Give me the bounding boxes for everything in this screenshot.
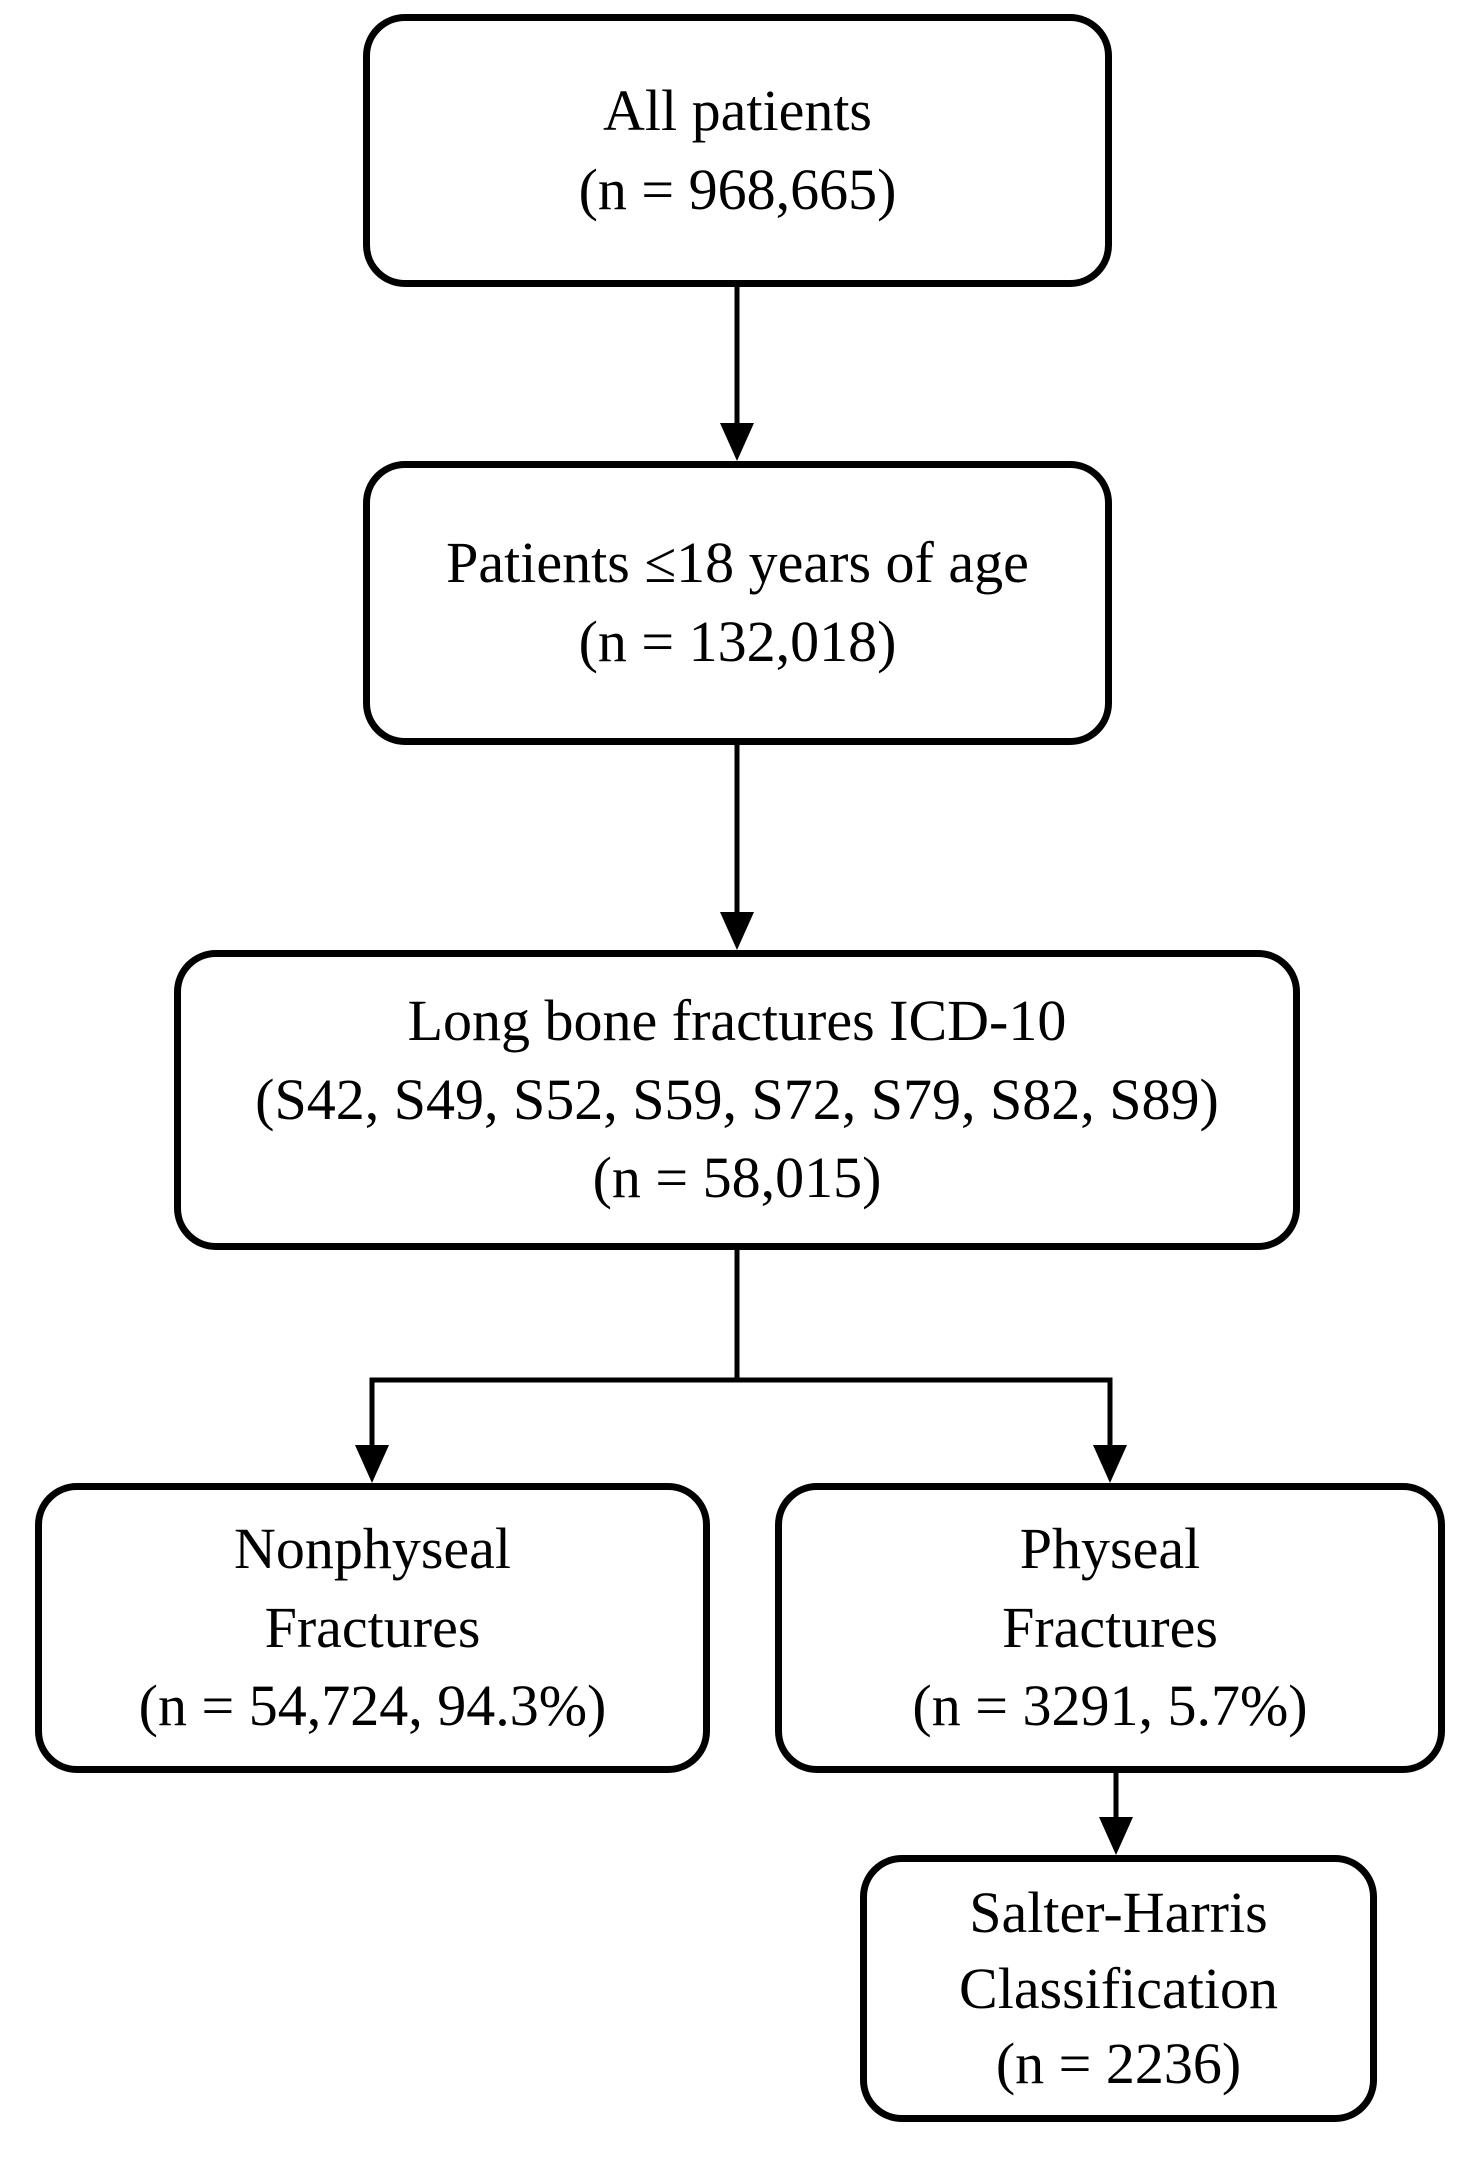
node-physeal-fractures: Physeal Fractures (n = 3291, 5.7%) — [775, 1483, 1445, 1773]
node-salter-label-2: Classification — [959, 1955, 1278, 2021]
node-long-bone-label: Long bone fractures ICD-10 — [407, 987, 1067, 1053]
node-nonphyseal-label-1: Nonphyseal — [233, 1515, 512, 1581]
node-nonphyseal-count: (n = 54,724, 94.3%) — [138, 1673, 607, 1739]
node-salter-harris-classification: Salter-Harris Classification (n = 2236) — [860, 1855, 1377, 2122]
node-long-bone-count: (n = 58,015) — [592, 1145, 882, 1211]
node-physeal-count: (n = 3291, 5.7%) — [912, 1673, 1308, 1739]
node-physeal-label-2: Fractures — [1002, 1594, 1218, 1660]
node-nonphyseal-fractures: Nonphyseal Fractures (n = 54,724, 94.3%) — [35, 1483, 710, 1773]
node-patients-under-18-count: (n = 132,018) — [578, 609, 897, 674]
arrowhead-under-18 — [720, 423, 754, 461]
node-all-patients-count: (n = 968,665) — [578, 156, 897, 222]
node-physeal-label-1: Physeal — [1019, 1515, 1201, 1581]
node-patients-under-18: Patients ≤18 years of age (n = 132,018) — [363, 461, 1112, 745]
node-salter-count: (n = 2236) — [995, 2031, 1242, 2097]
node-patients-under-18-label: Patients ≤18 years of age — [446, 530, 1029, 596]
arrowhead-salter — [1099, 1817, 1133, 1855]
node-salter-label-1: Salter-Harris — [969, 1880, 1268, 1946]
node-all-patients-label: All patients — [602, 77, 872, 143]
arrowhead-long-bone — [720, 912, 754, 950]
arrowhead-nonphyseal — [355, 1445, 389, 1483]
node-long-bone-codes: (S42, S49, S52, S59, S72, S79, S82, S89) — [255, 1066, 1219, 1132]
node-all-patients: All patients (n = 968,665) — [363, 14, 1112, 287]
arrowhead-physeal — [1093, 1445, 1127, 1483]
node-nonphyseal-label-2: Fractures — [264, 1594, 481, 1660]
node-long-bone-fractures: Long bone fractures ICD-10 (S42, S49, S5… — [174, 950, 1300, 1250]
